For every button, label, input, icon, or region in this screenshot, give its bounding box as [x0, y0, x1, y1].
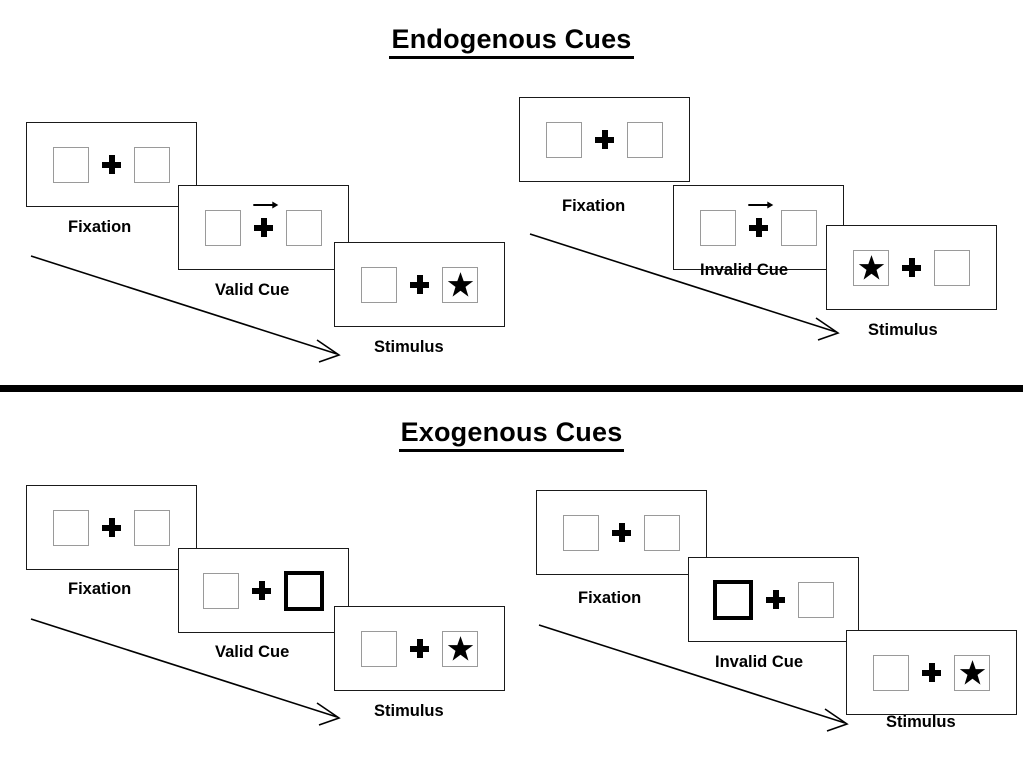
frame-exogenous-invalid-cue: [688, 557, 859, 642]
fixation-cross-stack: [747, 201, 773, 237]
plus-cross-icon: [749, 218, 768, 237]
section-divider: [0, 385, 1023, 392]
left-placeholder-box: [361, 266, 397, 303]
fixation-cross-stack: [252, 581, 271, 600]
left-placeholder-box: [361, 630, 397, 667]
fixation-cross-stack: [922, 663, 941, 682]
fixation-cross-stack: [102, 155, 121, 174]
fixation-cross-stack: [766, 590, 785, 609]
arrow-right-icon: [252, 201, 278, 209]
plus-cross-icon: [922, 663, 941, 682]
right-placeholder-box: [134, 509, 170, 546]
left-placeholder-box: [563, 514, 599, 551]
section-title-exogenous: Exogenous Cues: [0, 417, 1023, 452]
label-endogenous-invalid-cue: Invalid Cue: [700, 261, 789, 279]
plus-cross-icon: [254, 218, 273, 237]
frame-exogenous-invalid-fixation: [536, 490, 707, 575]
left-placeholder-box: [700, 209, 736, 246]
plus-cross-icon: [902, 258, 921, 277]
section-title-endogenous-text: Endogenous Cues: [389, 24, 634, 59]
right-target-box: [442, 266, 478, 303]
right-placeholder-box: [627, 121, 663, 158]
fixation-cross-stack: [595, 130, 614, 149]
label-exogenous-invalid-fixation: Fixation: [578, 589, 642, 607]
left-placeholder-box: [873, 654, 909, 691]
label-exogenous-invalid-stimulus: Stimulus: [886, 713, 956, 731]
frame-exogenous-valid-cue: [178, 548, 349, 633]
arrow-right-icon: [747, 201, 773, 209]
frame-endogenous-invalid-cue: [673, 185, 844, 270]
fixation-cross-stack: [410, 639, 429, 658]
flow-arrow-endogenous-invalid: [529, 233, 840, 341]
left-placeholder-box: [53, 146, 89, 183]
plus-cross-icon: [252, 581, 271, 600]
plus-cross-icon: [102, 155, 121, 174]
label-exogenous-valid-stimulus: Stimulus: [374, 702, 444, 720]
label-endogenous-invalid-fixation: Fixation: [562, 197, 626, 215]
star-icon: [447, 636, 473, 661]
left-target-box: [853, 249, 889, 286]
flow-arrow-exogenous-valid: [30, 618, 341, 726]
plus-cross-icon: [410, 275, 429, 294]
label-endogenous-valid-stimulus: Stimulus: [374, 338, 444, 356]
right-placeholder-box: [934, 249, 970, 286]
flow-arrow-exogenous-invalid: [538, 624, 849, 732]
frame-exogenous-valid-stimulus: [334, 606, 505, 691]
flow-arrow-endogenous-valid: [30, 255, 341, 363]
label-endogenous-valid-cue: Valid Cue: [215, 281, 290, 299]
label-exogenous-valid-cue: Valid Cue: [215, 643, 290, 661]
label-exogenous-valid-fixation: Fixation: [68, 580, 132, 598]
right-placeholder-box: [781, 209, 817, 246]
right-cued-box: [284, 570, 324, 611]
right-placeholder-box: [286, 209, 322, 246]
right-placeholder-box: [798, 581, 834, 618]
label-endogenous-valid-fixation: Fixation: [68, 218, 132, 236]
fixation-cross-stack: [612, 523, 631, 542]
frame-exogenous-valid-fixation: [26, 485, 197, 570]
left-placeholder-box: [546, 121, 582, 158]
left-cued-box: [713, 579, 753, 620]
plus-cross-icon: [102, 518, 121, 537]
frame-endogenous-invalid-fixation: [519, 97, 690, 182]
frame-endogenous-invalid-stimulus: [826, 225, 997, 310]
plus-cross-icon: [766, 590, 785, 609]
star-icon: [447, 272, 473, 297]
right-target-box: [442, 630, 478, 667]
frame-endogenous-valid-stimulus: [334, 242, 505, 327]
fixation-cross-stack: [102, 518, 121, 537]
right-placeholder-box: [644, 514, 680, 551]
fixation-cross-stack: [252, 201, 278, 237]
label-exogenous-invalid-cue: Invalid Cue: [715, 653, 804, 671]
star-icon: [959, 660, 985, 685]
left-placeholder-box: [53, 509, 89, 546]
frame-endogenous-valid-fixation: [26, 122, 197, 207]
section-title-endogenous: Endogenous Cues: [0, 24, 1023, 59]
frame-exogenous-invalid-stimulus: [846, 630, 1017, 715]
section-title-exogenous-text: Exogenous Cues: [398, 417, 625, 452]
label-endogenous-invalid-stimulus: Stimulus: [868, 321, 938, 339]
plus-cross-icon: [612, 523, 631, 542]
plus-cross-icon: [410, 639, 429, 658]
fixation-cross-stack: [410, 275, 429, 294]
left-placeholder-box: [205, 209, 241, 246]
fixation-cross-stack: [902, 258, 921, 277]
star-icon: [858, 255, 884, 280]
left-placeholder-box: [203, 572, 239, 609]
right-target-box: [954, 654, 990, 691]
frame-endogenous-valid-cue: [178, 185, 349, 270]
right-placeholder-box: [134, 146, 170, 183]
plus-cross-icon: [595, 130, 614, 149]
